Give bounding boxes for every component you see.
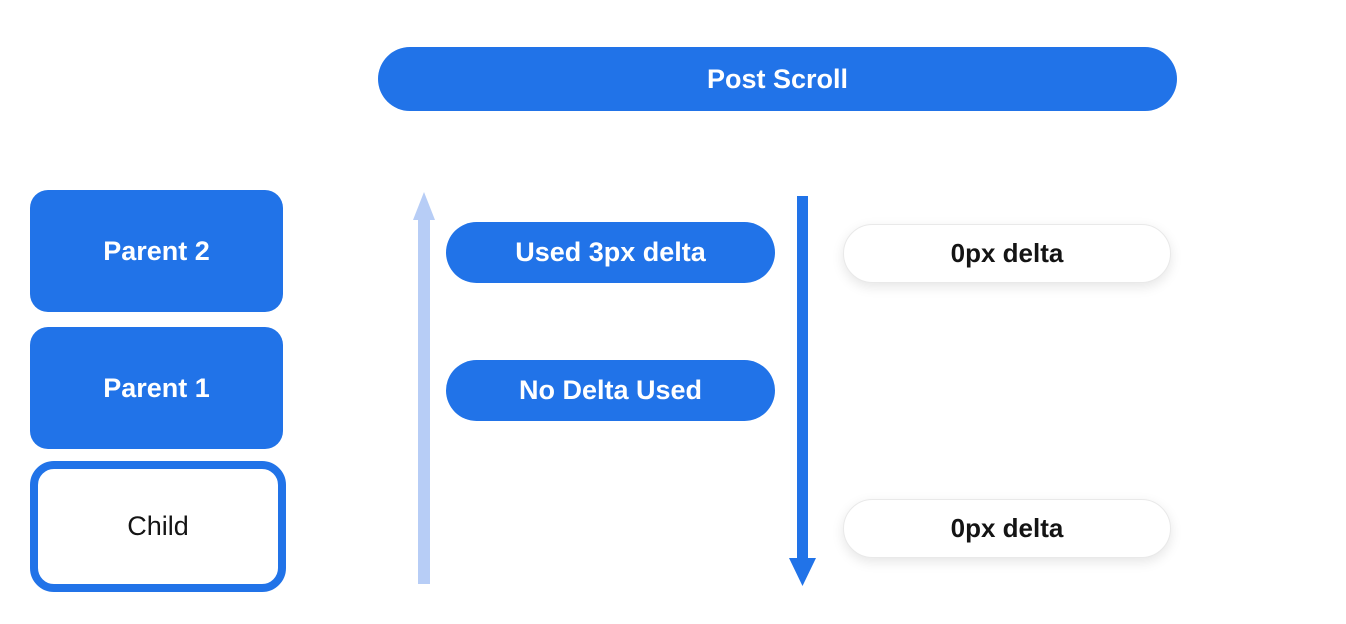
parent2-box: Parent 2 <box>30 190 283 312</box>
no-delta-pill: No Delta Used <box>446 360 775 421</box>
zero-delta-pill-top: 0px delta <box>843 224 1171 283</box>
parent1-box: Parent 1 <box>30 327 283 449</box>
post-scroll-banner: Post Scroll <box>378 47 1177 111</box>
child-box: Child <box>30 461 286 592</box>
parent2-label: Parent 2 <box>103 235 210 266</box>
zero-delta-pill-bottom: 0px delta <box>843 499 1171 558</box>
scroll-down-arrow-icon <box>788 196 817 588</box>
zero-delta-bottom-label: 0px delta <box>950 513 1064 543</box>
used-delta-pill: Used 3px delta <box>446 222 775 283</box>
parent1-label: Parent 1 <box>103 372 210 403</box>
child-label: Child <box>127 511 189 541</box>
zero-delta-top-label: 0px delta <box>950 238 1064 268</box>
no-delta-label: No Delta Used <box>518 375 703 405</box>
scroll-up-arrow-icon <box>411 190 437 584</box>
post-scroll-banner-label: Post Scroll <box>706 63 849 94</box>
used-delta-label: Used 3px delta <box>515 237 706 267</box>
